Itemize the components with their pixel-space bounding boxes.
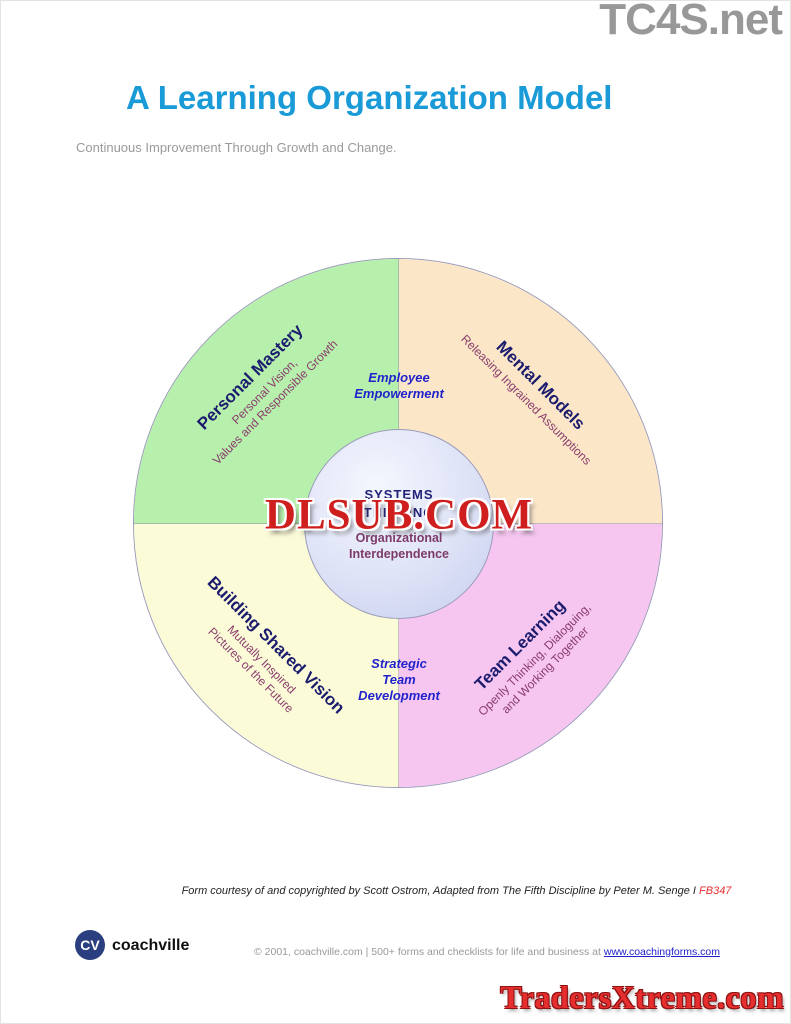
page-subtitle: Continuous Improvement Through Growth an… [76,140,397,155]
connector-line: Employee [368,370,430,385]
watermark-dlsub: DLSUB.COM [264,491,534,539]
credit-line: Form courtesy of and copyrighted by Scot… [121,885,790,897]
copyright-line: © 2001, coachville.com | 500+ forms and … [254,946,720,958]
form-code: FB347 [699,885,732,897]
learning-model-wheel: Personal Mastery Personal Vision, Values… [133,258,663,788]
connector-line: Team [382,672,416,687]
credit-text: Form courtesy of and copyrighted by Scot… [181,885,690,897]
hub-caption-line: Interdependence [348,546,450,561]
coachville-logo: CV [75,930,105,960]
site-overlay-tc4s: TC4S.net [599,0,783,44]
center-hub-systems-thinking: SYSTEMS THINKING Organizational Interdep… [304,429,494,619]
connector-strategic-team-development: Strategic Team Development [358,656,440,704]
hub-title-line1: SYSTEMS [364,486,434,502]
coachville-logo-initials: CV [80,937,100,953]
connector-line: Development [358,688,440,703]
connector-line: Strategic [371,656,427,671]
connector-line: Empowerment [354,386,444,401]
hub-caption-line: Organizational [355,530,443,545]
site-overlay-tradersxtreme: TradersXtreme.com [500,979,784,1015]
hub-title-line2: THINKING [363,504,435,520]
credit-separator: I [692,885,696,897]
hub-caption: Organizational Interdependence [349,530,449,562]
connector-employee-empowerment: Employee Empowerment [354,370,444,402]
page-title: A Learning Organization Model [126,79,613,116]
coachville-brand-name: coachville [112,937,190,954]
copyright-text: © 2001, coachville.com | 500+ forms and … [254,946,601,958]
coachingforms-link[interactable]: www.coachingforms.com [603,946,720,958]
